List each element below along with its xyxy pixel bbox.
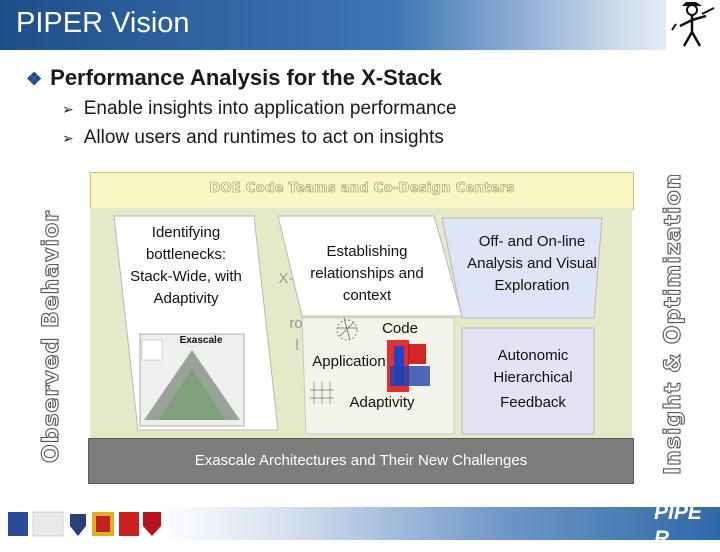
autonomic-text: Autonomic Hierarchical <box>493 347 573 386</box>
code-text: Code <box>382 320 418 337</box>
adaptivity-text: Adaptivity <box>349 394 415 411</box>
sub-bullet-1: ➢ Enable insights into application perfor… <box>62 98 457 120</box>
label-fragment: l <box>295 337 299 354</box>
sub-bullet-text: Enable insights into application perform… <box>83 98 457 119</box>
main-bullet-text: Performance Analysis for the X-Stack <box>50 65 442 90</box>
sub-bullet-text: Allow users and runtimes to act on insig… <box>83 127 444 148</box>
doe-banner: DOE Code Teams and Co-Design Centers <box>90 172 634 210</box>
title-bar: PIPER Vision <box>0 0 720 50</box>
doe-banner-text: DOE Code Teams and Co-Design Centers <box>209 181 515 197</box>
diagram-shapes <box>113 215 603 435</box>
exascale-architectures-bar: Exascale Architectures and Their New Cha… <box>88 438 634 484</box>
main-bullet: ❖ Performance Analysis for the X-Stack <box>26 65 442 91</box>
rice-logo <box>70 514 86 536</box>
exascale-architectures-text: Exascale Architectures and Their New Cha… <box>194 452 528 469</box>
utah-logo <box>119 512 139 536</box>
feedback-text: Feedback <box>500 394 566 411</box>
wisconsin-logo <box>143 512 161 536</box>
footer-brand: PIPE R <box>654 501 702 550</box>
label-fragment: X- <box>278 270 294 287</box>
label-fragment: ro <box>289 315 303 332</box>
uiuc-logo <box>8 512 28 536</box>
sub-bullet-2: ➢ Allow users and runtimes to act on insi… <box>62 127 444 149</box>
exascale-image-label: Exascale <box>179 335 223 346</box>
diamond-bullet-icon: ❖ <box>26 69 43 89</box>
identifying-text: Identifying bottlenecks: Stack-Wide, wit… <box>130 224 242 307</box>
northwest-logo <box>32 511 64 537</box>
application-text: Application <box>312 353 386 370</box>
offline-analysis-text: Off- and On-line Analysis and Visual Exp… <box>467 233 597 294</box>
arrow-bullet-icon: ➢ <box>62 101 74 117</box>
slide-title: PIPER Vision <box>16 7 190 39</box>
arrow-bullet-icon: ➢ <box>62 130 74 146</box>
piper-diagram: DOE Code Teams and Co-Design Centers Ide… <box>82 168 642 488</box>
partner-logos <box>8 511 161 537</box>
piper-mascot-icon <box>666 0 718 52</box>
insight-optimization-label: Insight & Optimization <box>660 175 686 475</box>
establishing-text: Establishing relationships and context <box>310 243 424 304</box>
svg-text:Observed Behavior: Observed Behavior <box>39 210 64 463</box>
observed-behavior-label: Observed Behavior <box>38 209 64 463</box>
svg-text:Insight & Optimization: Insight & Optimization <box>661 175 686 475</box>
